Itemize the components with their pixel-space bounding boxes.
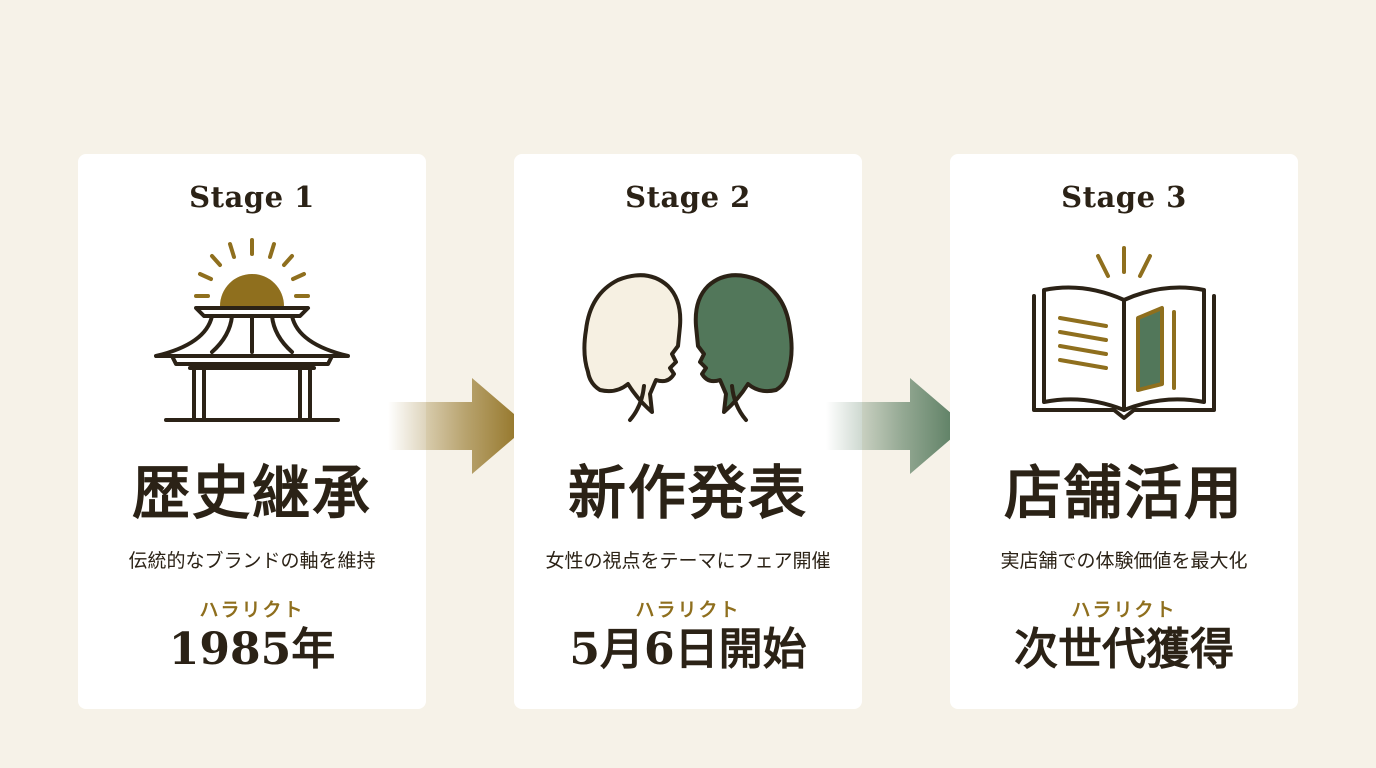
- stage-description: 女性の視点をテーマにフェア開催: [545, 550, 831, 572]
- stage-description: 実店舗での体験価値を最大化: [1000, 550, 1248, 572]
- stage-brand: ハラリクト: [635, 599, 741, 621]
- right-arrow-gold-icon: [388, 378, 528, 474]
- stage-card-3: Stage 3 店舗活用 実店舗での体験価値を最大化 ハラリクト 次世代獲得: [950, 154, 1298, 709]
- stage-brand: ハラリクト: [199, 599, 305, 621]
- stage-title: 歴史継承: [131, 459, 372, 527]
- stage-title: 新作発表: [567, 459, 808, 527]
- stage-highlight: 1985年: [168, 624, 336, 675]
- stage-highlight: 5月6日開始: [569, 624, 807, 675]
- stage-label: Stage 3: [1061, 180, 1187, 214]
- stage-description: 伝統的なブランドの軸を維持: [128, 550, 376, 572]
- stage-highlight: 次世代獲得: [1014, 624, 1234, 675]
- stage-label: Stage 1: [189, 180, 315, 214]
- stage-label: Stage 2: [625, 180, 751, 214]
- temple-sunrise-icon: [154, 238, 350, 422]
- stage-card-2: Stage 2 新作発表 女性の視点をテーマにフェア開催 ハラリクト 5月6日開…: [514, 154, 862, 709]
- open-book-door-icon: [1032, 246, 1216, 420]
- stage-title: 店舗活用: [1003, 459, 1244, 527]
- stage-card-1: Stage 1: [78, 154, 426, 709]
- right-arrow-green-icon: [826, 378, 966, 474]
- two-women-profile-icon: [582, 273, 794, 422]
- stage-brand: ハラリクト: [1071, 599, 1177, 621]
